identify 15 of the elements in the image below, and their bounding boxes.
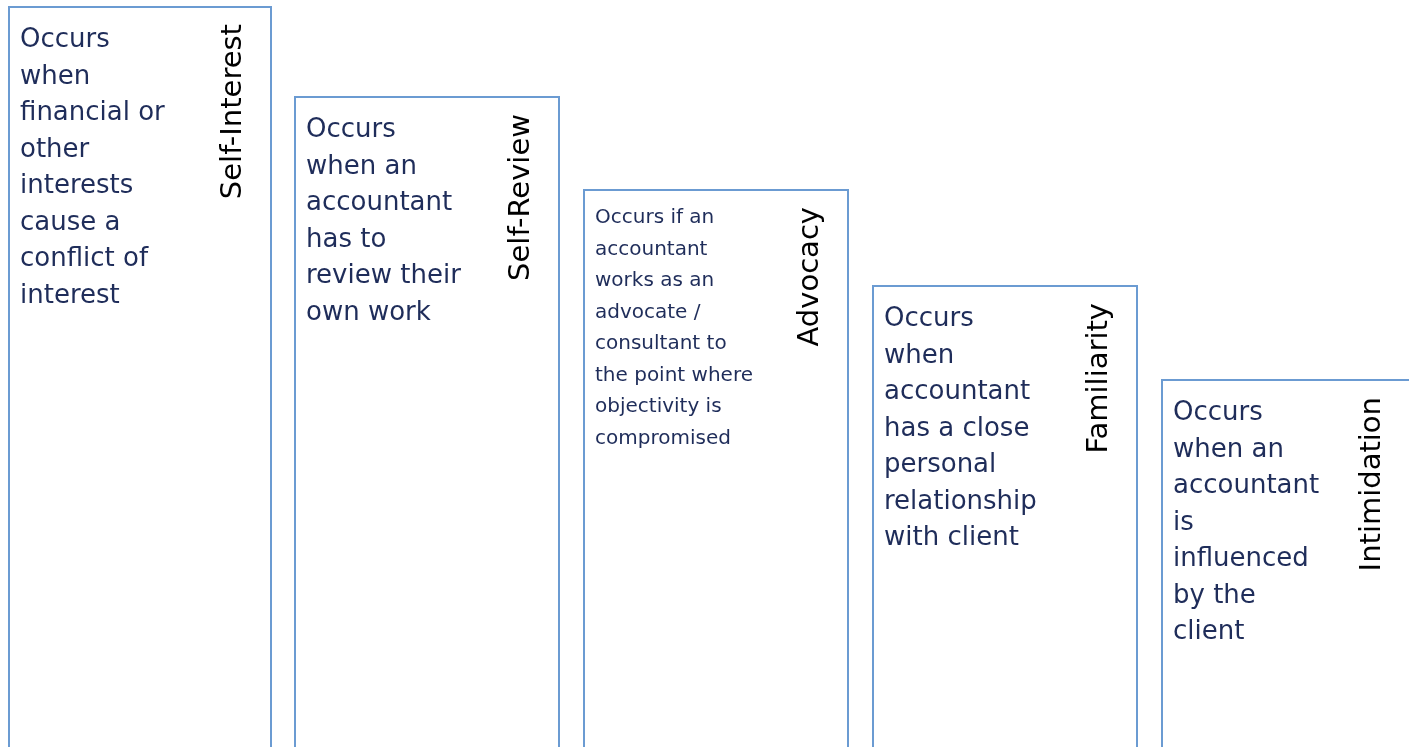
description-text: Occurs when accountant has a close personal relationship with client xyxy=(884,301,1038,553)
description-text: Occurs if an accountant works as an advocate / consultant to the point where objectivity is compromised xyxy=(595,203,753,451)
step-column xyxy=(1161,379,1409,747)
column-heading: Advocacy xyxy=(793,207,825,347)
description-text: Occurs when an accountant is influenced by the client xyxy=(1173,395,1321,647)
step-column xyxy=(294,96,560,747)
column-heading: Self-Interest xyxy=(216,24,248,200)
step-column xyxy=(872,285,1138,747)
column-heading: Intimidation xyxy=(1355,397,1387,572)
column-heading: Familiarity xyxy=(1082,303,1114,454)
step-column xyxy=(583,189,849,747)
step-column xyxy=(8,6,272,747)
column-heading: Self-Review xyxy=(504,114,536,281)
description-text: Occurs when an accountant has to review their own work xyxy=(306,112,462,328)
description-text: Occurs when financial or other interests cause a conflict of interest xyxy=(20,22,166,311)
